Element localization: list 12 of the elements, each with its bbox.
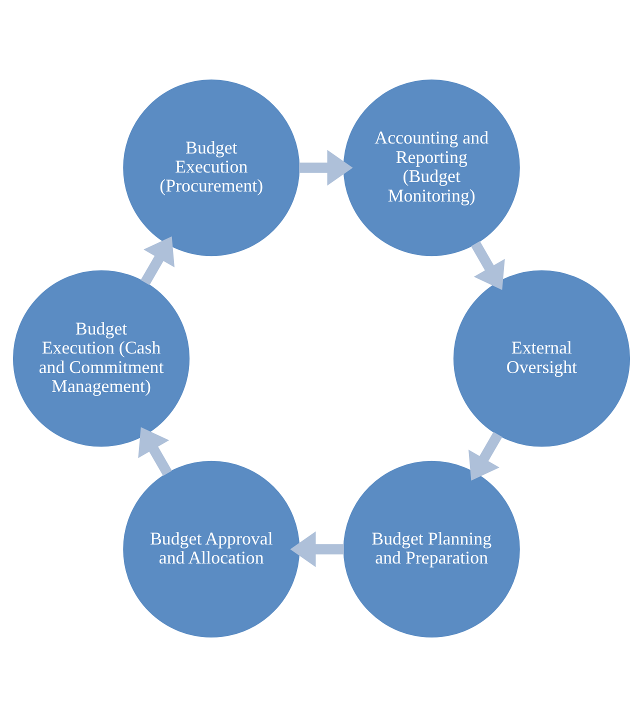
arrow	[299, 149, 353, 186]
arrow	[290, 530, 344, 567]
arrow	[468, 431, 502, 480]
node-circle: External Oversight	[453, 270, 630, 446]
arrow	[138, 426, 172, 476]
node-circle: Budget Approval and Allocation	[123, 460, 300, 638]
node-circle: Budget Execution (Cash and Commitment Management)	[12, 270, 190, 446]
arrow	[140, 236, 175, 285]
node-circle: Budget Execution (Procurement)	[123, 78, 300, 256]
node-circle: Accounting and Reporting (Budget Monitoring)	[343, 78, 520, 256]
node-circle: Budget Planning and Preparation	[343, 460, 520, 638]
arrow	[471, 240, 505, 290]
